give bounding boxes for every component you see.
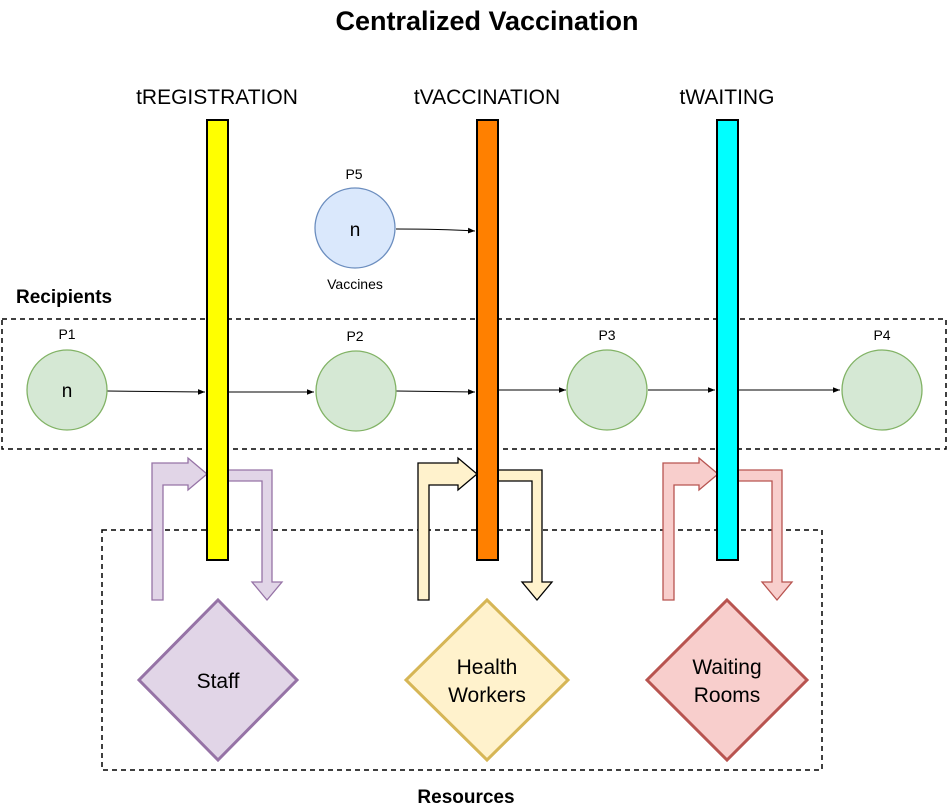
diagram-title: Centralized Vaccination xyxy=(335,6,638,36)
place-p5-circle xyxy=(314,187,396,269)
place-p1[interactable]: P1 n xyxy=(26,326,108,431)
transition-label-vaccination: tVACCINATION xyxy=(414,86,560,109)
transition-label-waiting: tWAITING xyxy=(680,86,775,109)
recipients-group-label: Recipients xyxy=(16,287,112,308)
transition-vaccination-bar[interactable] xyxy=(476,119,499,561)
resource-health-workers-diamond xyxy=(403,597,571,763)
place-p4[interactable]: P4 xyxy=(841,327,923,431)
staff-input-arrow xyxy=(151,456,209,601)
place-p2-label: P2 xyxy=(346,328,363,344)
resource-staff-label-line-1: Staff xyxy=(197,670,240,693)
resource-waiting-rooms-diamond xyxy=(644,597,810,763)
resource-staff[interactable]: Staff xyxy=(136,597,300,763)
resource-waiting-rooms[interactable]: Waiting Rooms xyxy=(644,597,810,763)
resource-waiting-rooms-label-line-1: Waiting xyxy=(692,656,761,679)
place-p1-token: n xyxy=(62,381,73,402)
waiting-rooms-input-arrow xyxy=(662,456,720,601)
place-p2[interactable]: P2 xyxy=(315,328,397,432)
resource-waiting-rooms-label-line-2: Rooms xyxy=(694,684,761,707)
transition-registration-bar[interactable] xyxy=(206,119,229,561)
place-p5-caption: Vaccines xyxy=(327,276,383,292)
place-p5-label: P5 xyxy=(345,166,362,182)
transition-waiting-bar[interactable] xyxy=(716,119,739,561)
resource-health-workers[interactable]: Health Workers xyxy=(403,597,571,763)
arc-p5-to-vaccination xyxy=(395,227,476,234)
place-p1-label: P1 xyxy=(58,326,75,342)
health-workers-input-arrow xyxy=(417,456,479,601)
place-p3-circle xyxy=(566,349,648,431)
place-p5[interactable]: P5 n Vaccines xyxy=(314,166,396,292)
arc-p2-to-vaccination xyxy=(395,389,476,395)
health-workers-output-arrow xyxy=(497,469,554,602)
resources-group-box xyxy=(101,529,823,771)
place-p1-circle xyxy=(26,349,108,431)
staff-output-arrow xyxy=(227,469,284,602)
place-p4-circle xyxy=(841,349,923,431)
resource-health-workers-label-line-2: Workers xyxy=(448,684,526,707)
place-p3[interactable]: P3 xyxy=(566,327,648,431)
resource-health-workers-label-line-1: Health xyxy=(457,656,518,679)
place-p4-label: P4 xyxy=(873,327,890,343)
resources-group-label: Resources xyxy=(417,787,514,808)
waiting-rooms-output-arrow xyxy=(737,469,794,602)
place-p2-circle xyxy=(315,350,397,432)
recipients-group-box xyxy=(1,318,947,450)
resource-staff-diamond xyxy=(136,597,300,763)
arc-p1-to-registration xyxy=(106,389,206,395)
transition-label-registration: tREGISTRATION xyxy=(136,86,298,109)
place-p3-label: P3 xyxy=(598,327,615,343)
place-p5-token: n xyxy=(350,220,361,241)
